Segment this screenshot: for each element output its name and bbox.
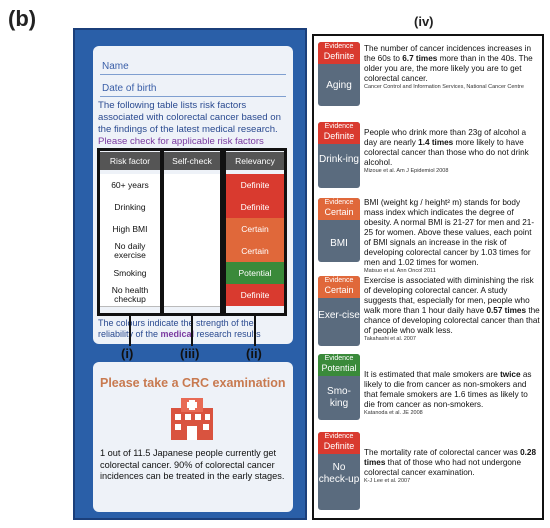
- legend-note-a: The colours indicate the strength of the…: [98, 318, 254, 339]
- right-panel-label: (iv): [414, 14, 434, 29]
- marker-ii: (ii): [246, 346, 262, 361]
- evidence-word: Evidence: [324, 123, 354, 130]
- name-field-line[interactable]: [100, 74, 286, 75]
- marker-line-iii: [191, 316, 193, 346]
- evidence-text-b: the chance of developing colorectal canc…: [364, 306, 540, 335]
- evidence-level: Potential: [321, 363, 357, 373]
- evidence-text-b: as likely to die from cancer as non-smok…: [364, 370, 532, 409]
- evidence-text-bold: 0.28 times: [364, 448, 537, 467]
- evidence-word: Evidence: [324, 199, 354, 206]
- evidence-text: People who drink more than 23g of alcoho…: [364, 128, 540, 175]
- evidence-topic: No check-up: [318, 462, 360, 485]
- evidence-topic: BMI: [330, 238, 348, 249]
- evidence-text: The number of cancer incidences increase…: [364, 44, 540, 91]
- evidence-topic: Drink-ing: [318, 154, 359, 165]
- intro-text: The following table lists risk factors a…: [98, 100, 290, 148]
- evidence-source: Matsuo et al. Ann Oncol 2011: [364, 268, 436, 274]
- evidence-text-bold: 0.57 times: [486, 306, 527, 315]
- dob-field-line[interactable]: [100, 96, 286, 97]
- evidence-text-b: more likely to have colorectal cancer th…: [364, 138, 529, 167]
- marker-iii: (iii): [180, 346, 200, 361]
- evidence-text-bold: 1.4 times: [418, 138, 454, 147]
- evidence-topic: Aging: [326, 80, 352, 91]
- evidence-topic: Smo-king: [327, 386, 351, 409]
- evidence-source: Katanoda et al. JE 2008: [364, 410, 423, 416]
- crc-stats: 1 out of 11.5 Japanese people currently …: [100, 448, 285, 481]
- crc-title: Please take a CRC examination: [100, 376, 286, 390]
- evidence-panel: [312, 34, 544, 520]
- legend-note: The colours indicate the strength of the…: [98, 318, 290, 340]
- relevancy-cell: Definite: [226, 196, 284, 218]
- evidence-word: Evidence: [324, 277, 354, 284]
- highlight-box-i: [97, 148, 163, 316]
- evidence-text-a: The mortality rate of colorectal cancer …: [364, 448, 521, 457]
- legend-note-c: research results: [194, 329, 261, 339]
- legend-note-b: medical: [160, 329, 195, 339]
- hospital-icon: [171, 398, 213, 440]
- relevancy-cell: Certain: [226, 218, 284, 240]
- evidence-level: Certain: [324, 285, 354, 295]
- evidence-level: Definite: [323, 51, 355, 61]
- evidence-text-a: BMI (weight kg / height² m) stands for b…: [364, 198, 535, 267]
- header-relevancy: Relevancy: [226, 152, 284, 170]
- marker-line-i: [129, 316, 131, 346]
- header-risk-factor: Risk factor: [100, 152, 160, 170]
- evidence-text-a: People who drink more than 23g of alcoho…: [364, 128, 527, 147]
- self-check-box[interactable]: [164, 284, 220, 307]
- evidence-text-bold: twice: [500, 370, 521, 379]
- evidence-text-bold: 6.7 times: [402, 54, 438, 63]
- highlight-box-ii: [223, 148, 287, 316]
- evidence-text-b: that of those who had not undergone colo…: [364, 458, 522, 477]
- evidence-text-a: It is estimated that male smokers are: [364, 370, 501, 379]
- evidence-text: The mortality rate of colorectal cancer …: [364, 448, 540, 485]
- name-field-label: Name: [102, 61, 129, 72]
- marker-i: (i): [121, 346, 134, 361]
- evidence-level: Certain: [324, 207, 354, 217]
- evidence-source: K-J Lee et al. 2007: [364, 478, 411, 484]
- evidence-word: Evidence: [324, 433, 354, 440]
- relevancy-cell: Potential: [226, 262, 284, 284]
- evidence-source: Mizoue et al. Am J Epidemiol 2008: [364, 168, 449, 174]
- panel-label: (b): [8, 6, 37, 31]
- factor-cell: No health checkup: [100, 284, 160, 307]
- evidence-source: Cancer Control and Information Services,…: [364, 84, 524, 90]
- evidence-text-a: The number of cancer incidences increase…: [364, 44, 532, 63]
- relevancy-cell: Definite: [226, 284, 284, 306]
- evidence-level: Definite: [323, 441, 355, 451]
- evidence-source: Takahashi et al. 2007: [364, 336, 416, 342]
- evidence-text: It is estimated that male smokers are tw…: [364, 370, 540, 417]
- evidence-word: Evidence: [324, 355, 354, 362]
- evidence-text-a: Exercise is associated with diminishing …: [364, 276, 534, 315]
- evidence-topic: Exer-cise: [318, 310, 360, 321]
- intro-body: The following table lists risk factors a…: [98, 100, 281, 135]
- evidence-word: Evidence: [324, 43, 354, 50]
- header-self-check: Self-check: [164, 152, 220, 170]
- evidence-text-b: more than in the 40s. The older you are,…: [364, 54, 533, 83]
- relevancy-cell: Definite: [226, 174, 284, 196]
- evidence-text: Exercise is associated with diminishing …: [364, 276, 540, 343]
- dob-field-label: Date of birth: [102, 83, 157, 94]
- evidence-text: BMI (weight kg / height² m) stands for b…: [364, 198, 540, 275]
- check-note: Please check for applicable risk factors: [98, 136, 264, 147]
- evidence-level: Definite: [323, 131, 355, 141]
- marker-line-ii: [254, 316, 256, 346]
- relevancy-cell: Certain: [226, 240, 284, 262]
- highlight-box-iii: [161, 148, 223, 316]
